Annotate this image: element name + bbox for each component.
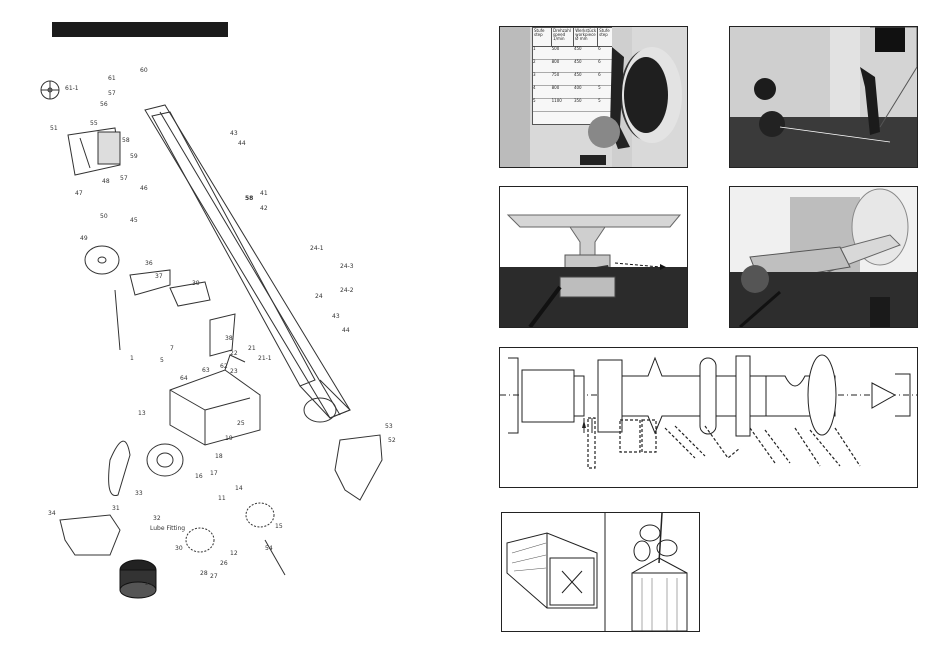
section-header-bar: [52, 22, 228, 37]
part-label: 37: [155, 273, 163, 280]
part-label: 43: [332, 313, 340, 320]
part-label: 26: [220, 560, 228, 567]
spindle-lock-illustration: [730, 27, 917, 167]
knockout-bar: [264, 539, 286, 576]
part-label: 22: [230, 350, 238, 357]
speed-table: Stufe step Drehzahl speed 1/min Werkstüc…: [532, 27, 614, 125]
part-label: 38: [225, 335, 233, 342]
motor-bracket: [59, 514, 121, 556]
part-label: 42: [260, 205, 268, 212]
table-header: Stufe step: [599, 28, 610, 37]
turning-profile-illustration: [500, 354, 917, 469]
part-label: 58: [245, 195, 253, 202]
part-label: 11: [218, 495, 226, 502]
bowl-rest-illustration: [730, 188, 917, 327]
part-label: 41: [260, 190, 268, 197]
part-label: 46: [140, 185, 148, 192]
part-label: 14: [235, 485, 243, 492]
photo-headstock-speed-table: Stufe step Drehzahl speed 1/min Werkstüc…: [499, 26, 688, 168]
part-label: 23: [230, 368, 238, 375]
table-header: Drehzahl speed 1/min: [552, 28, 575, 46]
tool-rest-illustration: [500, 214, 687, 327]
part-label: 55: [90, 120, 98, 127]
wood-center-illustration: [506, 513, 688, 631]
part-label: 1: [130, 355, 134, 362]
part-label: 5: [160, 357, 164, 364]
part-label: 53: [385, 423, 393, 430]
turning-profile-diagram: [499, 347, 918, 488]
part-label: 64: [180, 375, 188, 382]
part-label: 30: [175, 545, 183, 552]
part-label: 18: [215, 453, 223, 460]
part-label: 62: [220, 363, 228, 370]
part-label: 48: [102, 178, 110, 185]
table-header: Stufe step: [533, 28, 553, 46]
faceplate: [84, 245, 120, 275]
part-label: 21-1: [258, 355, 272, 362]
photo-bowl-rest: [729, 186, 918, 328]
drive-belt: [108, 440, 131, 497]
part-label: 34: [48, 510, 56, 517]
part-label: 39: [192, 280, 200, 287]
part-label: 33: [135, 490, 143, 497]
part-label: 29: [145, 580, 153, 587]
part-label: 61-1: [65, 85, 79, 92]
part-label: 16: [195, 473, 203, 480]
headstock-illustration: [500, 27, 682, 167]
part-label: 57: [108, 90, 116, 97]
part-label: 24: [315, 293, 323, 300]
wood-center-diagram: [501, 512, 700, 632]
motor-cap: [119, 559, 157, 599]
photo-tool-rest: [499, 186, 688, 328]
photo-spindle-lock: [729, 26, 918, 168]
part-label: 21: [248, 345, 256, 352]
part-label: 51: [50, 125, 58, 132]
part-label: 12: [230, 550, 238, 557]
part-label: 24-2: [340, 287, 354, 294]
part-label: 60: [140, 67, 148, 74]
exploded-parts-diagram: 61-1 61 60 51 55 56 57 58 59 57 48 47 46…: [40, 67, 396, 599]
part-label: 36: [145, 260, 153, 267]
motor-housing: [169, 354, 261, 446]
part-label: 19: [225, 435, 233, 442]
part-label: 7: [170, 345, 174, 352]
headstock: [67, 127, 121, 176]
tailstock: [334, 434, 383, 501]
part-label: 58: [122, 137, 130, 144]
part-label: 47: [75, 190, 83, 197]
part-label: 32: [153, 515, 161, 522]
part-label: 24-3: [340, 263, 354, 270]
part-label: 24-1: [310, 245, 324, 252]
part-label: 15: [275, 523, 283, 530]
handwheel: [40, 80, 60, 100]
part-label: 54: [265, 545, 273, 552]
part-label: 56: [100, 101, 108, 108]
part-label: 44: [342, 327, 350, 334]
part-label: 49: [80, 235, 88, 242]
lube-fitting-label: Lube Fitting: [150, 525, 185, 532]
part-label: 13: [138, 410, 146, 417]
part-label: 61: [108, 75, 116, 82]
part-label: 57: [120, 175, 128, 182]
part-label: 25: [237, 420, 245, 427]
part-label: 44: [238, 140, 246, 147]
part-label: 28: [200, 570, 208, 577]
tool-rest-parts: [114, 269, 236, 357]
part-label: 63: [202, 367, 210, 374]
part-label: 27: [210, 573, 218, 580]
pulleys: [146, 443, 275, 553]
part-label: 43: [230, 130, 238, 137]
table-header: Werkstück workpiece Ø mm: [574, 28, 599, 46]
lathe-bed: [144, 104, 351, 423]
part-label: 50: [100, 213, 108, 220]
part-label: 17: [210, 470, 218, 477]
part-label: 31: [112, 505, 120, 512]
part-label: 45: [130, 217, 138, 224]
part-label: 59: [130, 153, 138, 160]
part-label: 52: [388, 437, 396, 444]
